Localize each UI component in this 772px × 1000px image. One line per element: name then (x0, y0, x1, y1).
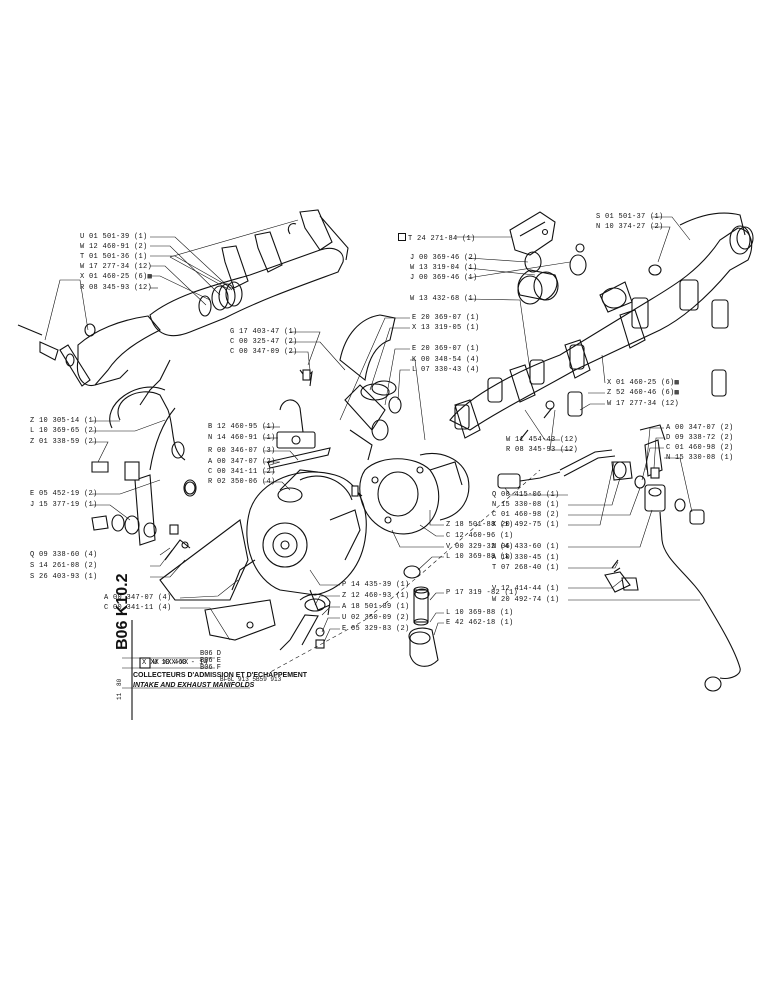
part-label: R 08 345-93 (12) (80, 284, 153, 292)
part-label: N 15 330-08 (1) (492, 501, 560, 509)
turbocharger (159, 469, 367, 641)
part-label: J 00 369-46 (2) (410, 254, 478, 262)
part-label: Z 01 338-59 (2) (30, 438, 98, 446)
part-label: T 01 501-36 (1) (80, 253, 148, 261)
checkbox-ref: W 10 460 - 14 (153, 659, 208, 667)
part-label: S 01 501-37 (1) (596, 213, 664, 221)
part-label: Q 09 338-60 (4) (30, 551, 98, 559)
part-label: T 07 268-40 (1) (492, 564, 560, 572)
part-label: W 17 277-34 (12) (607, 400, 680, 408)
part-label: W 20 492-74 (1) (492, 596, 560, 604)
part-label: N 06 433-60 (1) (492, 543, 560, 551)
part-label: X 01 460-25 (6)▩ (607, 379, 680, 387)
ref-pattern: X XX XXX-XX (142, 659, 189, 667)
part-label: J 15 377-19 (1) (30, 501, 98, 509)
part-label: V 12 414-44 (1) (492, 585, 560, 593)
part-label: P 17 319 -82 (1) (446, 589, 519, 597)
part-label: E 42 462-18 (1) (446, 619, 514, 627)
part-label: N 10 374-27 (2) (596, 223, 664, 231)
part-label: A 00 347-07 (4) (104, 594, 172, 602)
title-french: COLLECTEURS D'ADMISSION ET D'ECHAPPEMENT (133, 672, 308, 679)
part-label: R 08 345-93 (12) (506, 446, 579, 454)
part-label: D 09 338-72 (2) (666, 434, 734, 442)
part-label: S 26 403-93 (1) (30, 573, 98, 581)
part-label: Z 52 460-46 (6)▩ (607, 389, 680, 397)
part-label: R 02 350-06 (4) (208, 478, 276, 486)
part-label: X 13 319-05 (1) (412, 324, 480, 332)
sheet-side-mark: 80 (116, 678, 123, 686)
exhaust-outlet (359, 453, 470, 535)
title-block-frame (122, 620, 250, 720)
part-label: Q 00 415-06 (1) (492, 491, 560, 499)
part-label: L 10 369-65 (2) (30, 427, 98, 435)
checkbox-ref-label: W 10 460 - 14 (153, 659, 208, 667)
variant-e: B06 E (200, 657, 222, 665)
leader-lines (44, 216, 700, 676)
sensor-pipe-assembly (497, 424, 741, 692)
part-label: Z 18 501-88 (1) (446, 521, 514, 529)
part-label: U 01 501-39 (1) (80, 233, 148, 241)
part-label: C 00 325-47 (2) (230, 338, 298, 346)
part-label: E 05 329-83 (2) (342, 625, 410, 633)
part-label: E 20 369-07 (1) (412, 345, 480, 353)
part-label: K 00 348-54 (4) (412, 356, 480, 364)
hoses-left (91, 359, 197, 546)
heat-shield-bracket (509, 211, 587, 305)
part-label: C 01 460-98 (2) (492, 511, 560, 519)
part-label: N 15 330-08 (1) (666, 454, 734, 462)
part-label: Z 12 460-93 (1) (342, 592, 410, 600)
exhaust-manifold (449, 212, 754, 441)
variant-f: B06 F (200, 664, 222, 672)
part-label: C 12 460-96 (1) (446, 532, 514, 540)
part-label: C 00 347-09 (2) (230, 348, 298, 356)
part-label: W 11 454-43 (12) (506, 436, 579, 444)
part-label: C 00 341-11 (2) (208, 468, 276, 476)
part-label: W 13 319-04 (1) (410, 264, 478, 272)
part-label: L 07 330-43 (4) (412, 366, 480, 374)
part-label: J 00 369-46 (1) (410, 274, 478, 282)
part-label: X 01 460-25 (6)▩ (80, 273, 153, 281)
part-label: P 14 435-39 (1) (342, 581, 410, 589)
part-label: B 12 460-95 (1) (208, 423, 276, 431)
part-label: Z 10 305-14 (1) (30, 417, 98, 425)
part-label: V 00 329-32 (4) (446, 543, 514, 551)
part-label: T 24 271-84 (1) (398, 233, 476, 243)
part-label: W 17 277-34 (12) (80, 263, 153, 271)
part-label: N 14 460-91 (1) (208, 434, 276, 442)
part-label: A 00 347-07 (2) (666, 424, 734, 432)
part-label: W 13 432-68 (1) (410, 295, 478, 303)
part-label: L 10 369-88 (1) (446, 553, 514, 561)
part-label: C 01 460-98 (2) (666, 444, 734, 452)
part-label: E 05 452-19 (2) (30, 490, 98, 498)
engine-types: BF6L 913 5B59 913 (220, 676, 282, 683)
part-code: T 24 271-84 (1) (408, 235, 476, 243)
part-label: C 00 341-11 (4) (104, 604, 172, 612)
part-label: W 12 460-91 (2) (80, 243, 148, 251)
part-label: X 20 492-75 (1) (492, 521, 560, 529)
part-label: L 10 369-88 (1) (446, 609, 514, 617)
part-label: A 10 330-45 (1) (492, 554, 560, 562)
part-label: S 14 261-08 (2) (30, 562, 98, 570)
part-label: G 17 403-47 (1) (230, 328, 298, 336)
variant-d: B06 D (200, 650, 222, 658)
title-english: INTAKE AND EXHAUST MANIFOLDS (133, 682, 255, 689)
intake-manifold (17, 209, 349, 387)
part-label: R 00 346-07 (3) (208, 447, 276, 455)
part-label: E 20 369-07 (1) (412, 314, 480, 322)
part-label: A 00 347-07 (2) (208, 458, 276, 466)
sheet-side-number: 11 (116, 692, 123, 700)
part-label: U 02 350-09 (2) (342, 614, 410, 622)
drain-parts (279, 565, 439, 667)
grid-box-icon (398, 233, 406, 241)
part-label: A 18 501-89 (1) (342, 603, 410, 611)
